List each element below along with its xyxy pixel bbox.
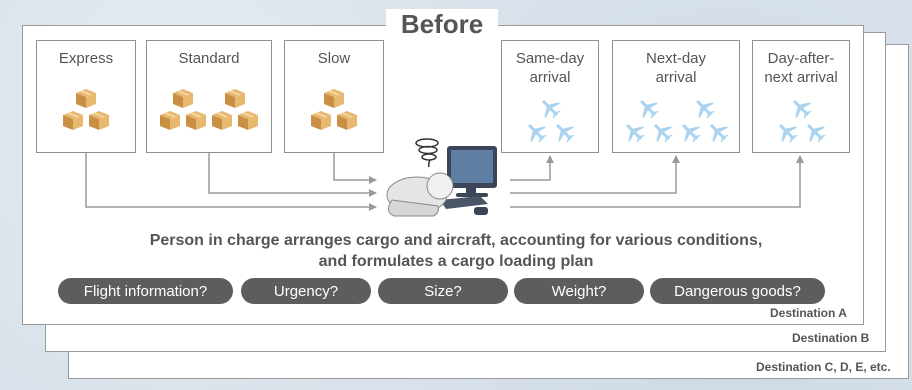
airplane-icon: [542, 100, 561, 119]
arrival-label: Day-after- next arrival: [753, 49, 849, 87]
arrival-label-line2: arrival: [655, 69, 697, 86]
airplane-icon: [807, 124, 826, 143]
source-label: Slow: [317, 50, 351, 67]
source-label: Standard: [178, 50, 240, 67]
cargo-box-icon: [311, 111, 331, 130]
cargo-box-icon: [225, 89, 245, 108]
airplane-icon: [779, 124, 798, 143]
cargo-box-icon: [76, 89, 96, 108]
arrival-label: Same-day arrival: [502, 49, 598, 87]
cargo-box-icon: [186, 111, 206, 130]
arrival-box-day-after-next: Day-after- next arrival: [752, 40, 850, 153]
cargo-box-icon: [238, 111, 258, 130]
condition-pill-urgency: Urgency?: [241, 278, 371, 304]
flow-same-day: [510, 155, 554, 181]
airplane-icon: [793, 100, 812, 119]
arrival-box-same-day: Same-day arrival: [501, 40, 599, 153]
condition-pill-size: Size?: [378, 278, 508, 304]
condition-pill-dangerous-goods: Dangerous goods?: [650, 278, 825, 304]
caption-line-1: Person in charge arranges cargo and airc…: [149, 232, 763, 249]
arrival-label-line1: Next-day: [645, 50, 707, 67]
caption-line-2: and formulates a cargo loading plan: [318, 253, 594, 270]
source-box-express: Express: [36, 40, 136, 153]
airplane-icon: [640, 100, 659, 119]
airplane-icon: [654, 124, 673, 143]
airplane-icon: [528, 124, 547, 143]
source-label: Express: [58, 50, 114, 67]
airplane-icon: [696, 100, 715, 119]
arrival-box-next-day: Next-day arrival: [612, 40, 740, 153]
destination-label-a: Destination A: [770, 306, 847, 320]
condition-pill-weight: Weight?: [514, 278, 644, 304]
destination-label-b: Destination B: [792, 331, 870, 345]
arrival-label-line1: Day-after-: [767, 50, 835, 67]
destination-label-c: Destination C, D, E, etc.: [756, 360, 891, 374]
cargo-group: [37, 86, 135, 136]
source-box-slow: Slow: [284, 40, 384, 153]
flow-slow: [333, 153, 377, 184]
cargo-box-icon: [337, 111, 357, 130]
cargo-box-icon: [324, 89, 344, 108]
airplane-icon: [556, 124, 575, 143]
flow-day-after-next: [510, 155, 804, 208]
arrival-label-line2: next arrival: [764, 69, 838, 86]
airplane-icon: [626, 124, 645, 143]
flow-standard: [208, 153, 377, 197]
diagram-title: Before: [386, 9, 498, 43]
plane-group: [753, 96, 849, 146]
cargo-box-icon: [212, 111, 232, 130]
cargo-box-icon: [160, 111, 180, 130]
cargo-box-icon: [89, 111, 109, 130]
cargo-group: [147, 86, 271, 136]
arrival-label-line1: Same-day: [515, 50, 585, 67]
plane-group: [502, 96, 598, 146]
flow-express: [85, 153, 377, 211]
airplane-icon: [710, 124, 729, 143]
cargo-box-icon: [63, 111, 83, 130]
cargo-group: [285, 86, 383, 136]
cargo-box-icon: [173, 89, 193, 108]
flow-next-day: [510, 155, 680, 194]
source-box-standard: Standard: [146, 40, 272, 153]
plane-group: [613, 96, 739, 146]
arrival-label: Next-day arrival: [613, 49, 739, 87]
condition-pill-flight-information: Flight information?: [58, 278, 233, 304]
airplane-icon: [682, 124, 701, 143]
arrival-label-line2: arrival: [529, 69, 571, 86]
